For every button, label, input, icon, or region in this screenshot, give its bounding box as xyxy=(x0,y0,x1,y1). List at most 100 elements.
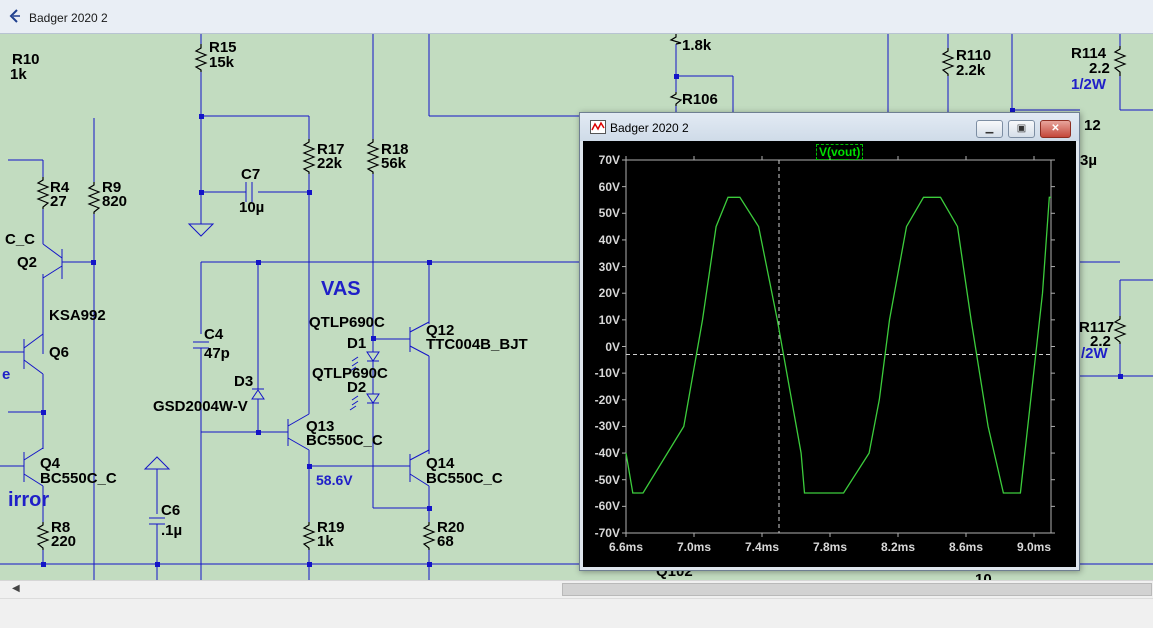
r15-label: R15 xyxy=(209,39,237,56)
gsd2004w-label: GSD2004W-V xyxy=(153,398,248,415)
mirror-label: irror xyxy=(8,489,50,511)
label-e: e xyxy=(2,366,11,383)
r10-value: 1k xyxy=(10,66,27,83)
voltage-58-6v: 58.6V xyxy=(316,472,353,488)
r20-label: R20 xyxy=(437,519,465,536)
main-window-title: Badger 2020 2 xyxy=(29,11,108,25)
r10-label: R10 xyxy=(12,51,40,68)
y-tick-label: 60V xyxy=(598,179,620,194)
r19-label: R19 xyxy=(317,519,345,536)
q13-model: BC550C_C xyxy=(306,432,383,449)
label-10: 10 xyxy=(975,571,992,581)
c7-label: C7 xyxy=(241,166,261,183)
ltspice-app-icon xyxy=(9,9,20,23)
y-tick-label: 40V xyxy=(598,232,620,247)
c6-label: C6 xyxy=(161,502,181,519)
r20-value: 68 xyxy=(437,533,454,550)
r19-value: 1k xyxy=(317,533,334,550)
plot-window-title: Badger 2020 2 xyxy=(610,121,689,135)
r4-value: 27 xyxy=(50,193,67,210)
q4-label: Q4 xyxy=(40,455,61,472)
x-tick-label: 7.4ms xyxy=(744,540,780,554)
y-tick-label: -70V xyxy=(594,526,620,540)
plot-window-titlebar[interactable]: Badger 2020 2 ▁ ▣ ✕ xyxy=(580,113,1079,141)
x-tick-label: 8.6ms xyxy=(948,540,984,554)
r15-value: 15k xyxy=(209,54,235,71)
vas-label: VAS xyxy=(321,278,361,300)
series-line-vout xyxy=(625,196,1051,494)
qtlp690c-1-label: QTLP690C xyxy=(309,314,385,331)
y-tick-label: 30V xyxy=(598,259,620,274)
y-tick-label: -20V xyxy=(594,392,620,407)
r110-value: 2.2k xyxy=(956,62,986,79)
y-tick-label: 50V xyxy=(598,206,620,221)
r114-power: 1/2W xyxy=(1071,76,1107,93)
r4-label: R4 xyxy=(50,179,70,196)
waveform-window-icon xyxy=(590,120,606,134)
r114-label: R114 xyxy=(1071,45,1107,62)
x-tick-label: 8.2ms xyxy=(880,540,916,554)
scrollbar-thumb[interactable] xyxy=(562,583,1152,596)
qtlp690c-2-label: QTLP690C xyxy=(312,365,388,382)
d3-label: D3 xyxy=(234,373,254,390)
waveform-chart xyxy=(622,156,1055,537)
y-tick-label: 20V xyxy=(598,286,620,301)
main-window-titlebar: Badger 2020 2 xyxy=(0,0,1153,34)
y-tick-label: 10V xyxy=(598,312,620,327)
r114-value: 2.2 xyxy=(1089,60,1110,77)
r18-label: R18 xyxy=(381,141,409,158)
cc-label: C_C xyxy=(5,231,36,248)
waveform-plot-window[interactable]: Badger 2020 2 ▁ ▣ ✕ V(vout) 70V 60V 50V 40V… xyxy=(579,112,1080,571)
q14-label: Q14 xyxy=(426,455,455,472)
y-tick-label: -40V xyxy=(594,446,620,461)
trace-label[interactable]: V(vout) xyxy=(816,144,864,160)
minimize-button[interactable]: ▁ xyxy=(976,120,1003,138)
r117-label: R117 xyxy=(1079,319,1115,336)
d1-label: D1 xyxy=(347,335,367,352)
y-tick-label: -10V xyxy=(594,366,620,381)
c7-value: 10µ xyxy=(239,199,265,216)
q2-label: Q2 xyxy=(17,254,38,271)
scroll-left-arrow-icon[interactable]: ◀ xyxy=(12,583,20,594)
r117-power: /2W xyxy=(1081,345,1108,362)
r9-label: R9 xyxy=(102,179,122,196)
y-tick-label: -50V xyxy=(594,472,620,487)
r105-value: 1.8k xyxy=(682,37,712,54)
x-tick-label: 6.6ms xyxy=(608,540,644,554)
r110-label: R110 xyxy=(956,47,992,64)
q12-model: TTC004B_BJT xyxy=(426,336,528,353)
q12-label: Q12 xyxy=(426,322,455,339)
y-tick-label: 70V xyxy=(598,153,620,167)
c12-partial-value: 3µ xyxy=(1080,152,1097,169)
plot-frame xyxy=(625,159,1052,534)
d2-label: D2 xyxy=(347,379,367,396)
r117-value: 2.2 xyxy=(1090,333,1111,350)
q14-model: BC550C_C xyxy=(426,470,503,487)
c12-partial-label: 12 xyxy=(1084,117,1101,134)
q4-model: BC550C_C xyxy=(40,470,117,487)
c4-value: 47p xyxy=(204,345,230,362)
c6-value: .1µ xyxy=(161,522,183,539)
plot-area[interactable]: V(vout) 70V 60V 50V 40V 30V 20V 10V 0V -10V -20V -… xyxy=(583,141,1076,567)
x-tick-label: 9.0ms xyxy=(1016,540,1052,554)
status-bar xyxy=(0,598,1153,628)
q13-label: Q13 xyxy=(306,418,335,435)
r9-value: 820 xyxy=(102,193,128,210)
y-tick-label: 0V xyxy=(605,339,620,354)
restore-button[interactable]: ▣ xyxy=(1008,120,1035,138)
y-tick-label: -30V xyxy=(594,419,620,434)
y-tick-label: -60V xyxy=(594,499,620,514)
r18-value: 56k xyxy=(381,155,407,172)
r106-label: R106 xyxy=(682,91,718,108)
r8-value: 220 xyxy=(51,533,77,550)
r8-label: R8 xyxy=(51,519,71,536)
r17-value: 22k xyxy=(317,155,343,172)
x-tick-label: 7.0ms xyxy=(676,540,712,554)
close-button[interactable]: ✕ xyxy=(1040,120,1071,138)
c4-label: C4 xyxy=(204,326,224,343)
ksa992-label: KSA992 xyxy=(49,307,106,324)
horizontal-scrollbar[interactable]: ◀ xyxy=(0,580,1153,598)
x-tick-label: 7.8ms xyxy=(812,540,848,554)
q6-label: Q6 xyxy=(49,344,70,361)
schematic-wires xyxy=(0,34,1153,580)
